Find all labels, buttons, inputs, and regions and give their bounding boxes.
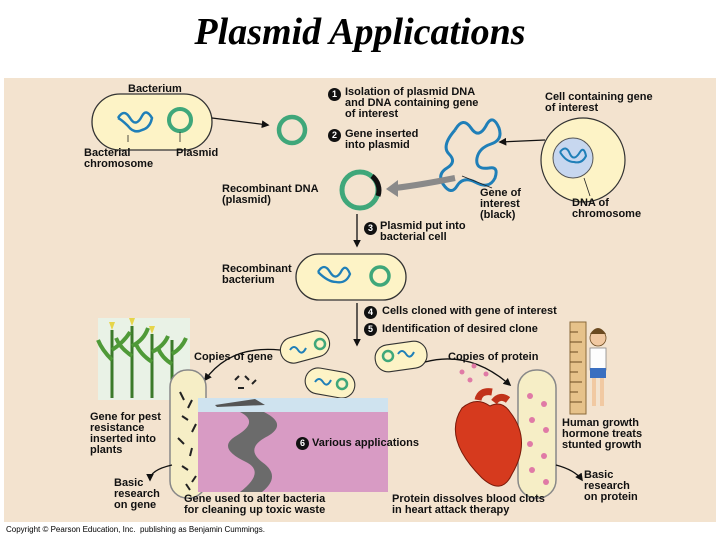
step-2-text: Gene inserted into plasmid (345, 128, 419, 151)
step-5-text: Identification of desired clone (382, 323, 538, 335)
step-4-text: Cells cloned with gene of interest (382, 305, 557, 317)
heart-illustration (454, 388, 522, 487)
growth-chart-illustration (569, 321, 607, 415)
label-cell-containing-gene: Cell containing gene of interest (545, 91, 653, 114)
isolated-plasmid-shape (276, 114, 308, 146)
label-basic-research-gene: Basic research on gene (114, 477, 160, 511)
toxic-waste-illustration (198, 398, 388, 492)
label-plasmid: Plasmid (176, 147, 219, 159)
arrow-basic-protein (555, 464, 583, 482)
bacterial-chromosome-shape (116, 111, 154, 133)
arrow-basic-gene (146, 464, 173, 482)
arrow-to-gene-apps (204, 348, 281, 382)
arrow-to-plasmid (211, 117, 270, 129)
step-2-marker: 2 (328, 129, 341, 142)
bacterium-cell (91, 93, 213, 151)
label-copies-of-gene: Copies of gene (194, 351, 273, 363)
protein-copies-shape (459, 363, 489, 383)
recombinant-plasmid-shape (339, 169, 382, 211)
page-title: Plasmid Applications (194, 11, 526, 53)
label-bacterium: Bacterium (128, 83, 182, 95)
cloned-bacteria-group (279, 330, 428, 399)
chromosome-dna-shape (439, 118, 502, 192)
step-1-marker: 1 (328, 88, 341, 101)
gene-copies-shape (234, 375, 257, 389)
label-gene-pest: Gene for pest resistance inserted into p… (90, 411, 161, 456)
recombinant-bacterium-cell (295, 253, 407, 301)
label-gene-bacteria-waste: Gene used to alter bacteria for cleaning… (184, 493, 326, 516)
step-4-marker: 4 (364, 306, 377, 319)
label-recombinant-bacterium: Recombinant bacterium (222, 263, 292, 286)
step-1-text: Isolation of plasmid DNA and DNA contain… (345, 86, 479, 120)
leader-dna-chromosome (583, 177, 591, 197)
label-basic-research-protein: Basic research on protein (584, 469, 638, 503)
label-copies-of-protein: Copies of protein (448, 351, 539, 363)
step-3-text: Plasmid put into bacterial cell (380, 220, 466, 243)
step-5-marker: 5 (364, 323, 377, 336)
leader-gene (461, 175, 493, 189)
gene-insert-arrow (394, 175, 456, 191)
step-6-text: Various applications (312, 437, 419, 449)
label-recombinant-dna: Recombinant DNA (plasmid) (222, 183, 319, 206)
label-human-growth: Human growth hormone treats stunted grow… (562, 417, 643, 451)
label-protein-clots: Protein dissolves blood clots in heart a… (392, 493, 545, 516)
eukaryotic-cell (540, 117, 626, 203)
step-3-marker: 3 (364, 222, 377, 235)
label-bacterial-chromosome: Bacterial chromosome (84, 147, 154, 170)
gene-test-tube (169, 369, 207, 499)
protein-test-tube (517, 369, 557, 499)
step-6-marker: 6 (296, 437, 309, 450)
copyright-notice: Copyright © Pearson Education, Inc. publ… (6, 525, 265, 534)
arrow-from-cell (498, 137, 546, 146)
plasmid-shape (167, 107, 193, 133)
label-gene-of-interest: Gene of interest (black) (480, 187, 521, 221)
label-dna-of-chromosome: DNA of chromosome (572, 197, 642, 220)
arrow-to-protein-apps (424, 358, 512, 387)
